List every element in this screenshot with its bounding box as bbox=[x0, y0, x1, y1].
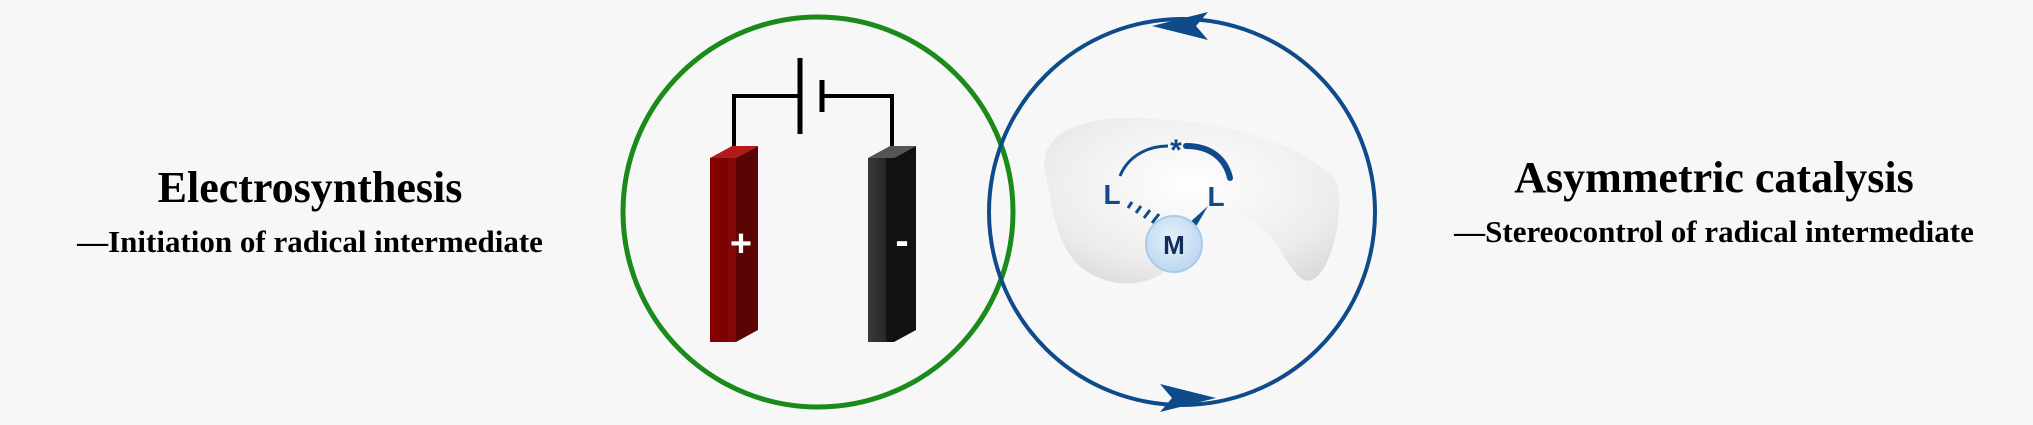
anode-electrode bbox=[710, 146, 758, 342]
ligand-left-label: L bbox=[1103, 179, 1120, 210]
asymmetric-catalysis-subtitle: —Stereocontrol of radical intermediate bbox=[1454, 214, 1974, 249]
ligand-backbone-bold bbox=[1183, 143, 1233, 181]
hashed-bond bbox=[1126, 201, 1161, 224]
top-arrowhead-icon bbox=[1152, 12, 1208, 40]
electrosynthesis-subtitle: —Initiation of radical intermediate bbox=[77, 224, 543, 259]
bottom-arrowhead-icon bbox=[1160, 384, 1216, 412]
asymmetric-catalysis-title: Asymmetric catalysis bbox=[1514, 153, 1914, 202]
electrosynthesis-title: Electrosynthesis bbox=[157, 163, 463, 212]
battery-circuit bbox=[732, 58, 894, 152]
cathode-minus-sign: - bbox=[895, 219, 908, 263]
metal-label: M bbox=[1163, 230, 1185, 260]
ligand-right-label: L bbox=[1207, 181, 1224, 212]
cathode-electrode bbox=[868, 146, 916, 342]
metal-center-circle bbox=[1145, 215, 1203, 273]
anode-plus-sign: + bbox=[730, 223, 752, 265]
ligand-backbone-dashed bbox=[1118, 144, 1169, 177]
chiral-center-mark: * bbox=[1170, 134, 1182, 167]
chiral-pocket-shape bbox=[1044, 118, 1340, 284]
electrosynthesis-cycle-circle bbox=[620, 14, 1016, 410]
